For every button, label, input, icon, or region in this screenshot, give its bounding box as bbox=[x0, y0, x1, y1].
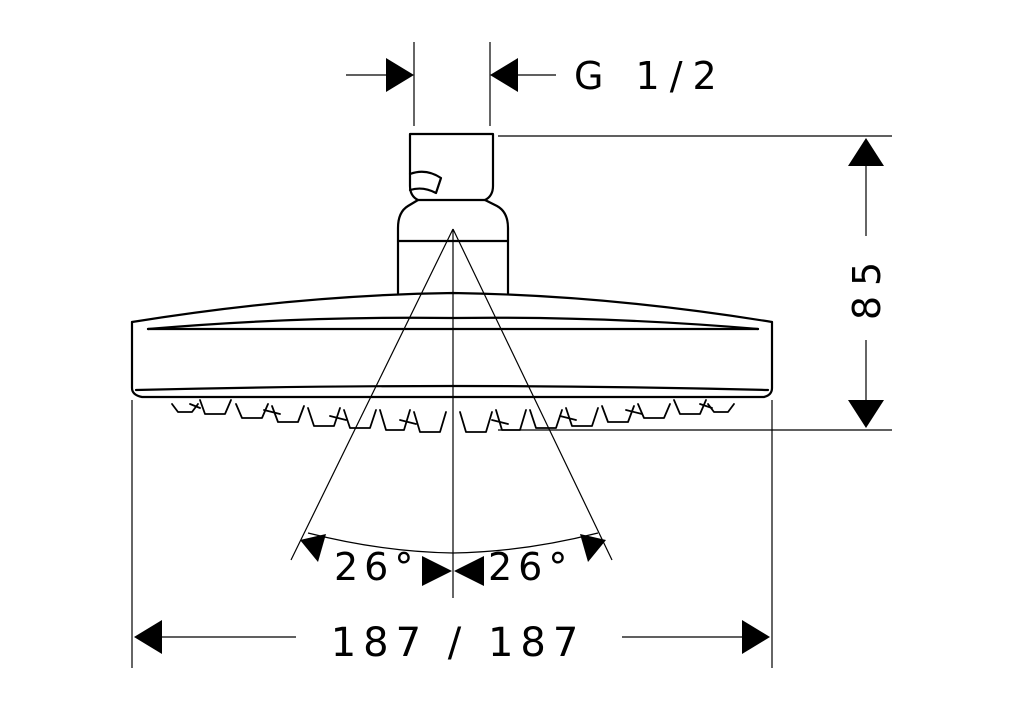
angle-label-left: 26° bbox=[334, 545, 419, 589]
arrowhead-right-inner-icon bbox=[454, 556, 484, 586]
arrowhead-height-top-icon bbox=[848, 138, 884, 166]
arrowhead-right-outer-icon bbox=[580, 534, 606, 562]
arrowhead-width-right-icon bbox=[742, 620, 770, 654]
arrowhead-thread-left-icon bbox=[386, 58, 414, 92]
arrowhead-thread-right-icon bbox=[490, 58, 518, 92]
arrowhead-width-left-icon bbox=[134, 620, 162, 654]
thread-size-label: G 1/2 bbox=[574, 54, 727, 98]
height-dimension: 85 bbox=[498, 135, 892, 431]
thread-dimension: G 1/2 bbox=[346, 42, 727, 126]
height-label: 85 bbox=[845, 252, 889, 320]
shower-head-body bbox=[130, 291, 774, 399]
angle-label-right: 26° bbox=[488, 545, 573, 589]
angle-arrowheads bbox=[300, 534, 606, 586]
thread-connector bbox=[408, 132, 495, 202]
arrowhead-left-inner-icon bbox=[422, 556, 452, 586]
width-dimension: 187 / 187 bbox=[131, 400, 773, 668]
arrowhead-left-outer-icon bbox=[300, 534, 326, 562]
width-label: 187 / 187 bbox=[331, 620, 586, 666]
arrowhead-height-bottom-icon bbox=[848, 400, 884, 428]
spray-angle-lines bbox=[290, 228, 613, 561]
